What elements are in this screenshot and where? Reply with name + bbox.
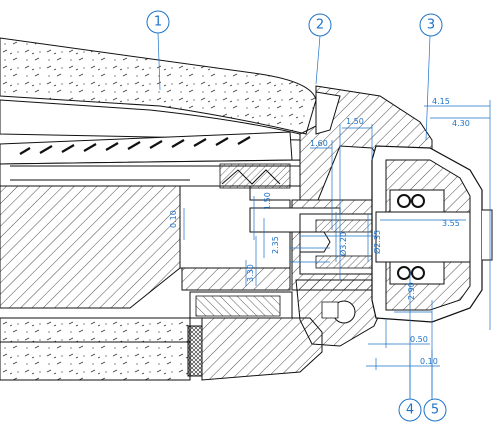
balloon-4: 4: [398, 398, 422, 422]
dim-0-50: 0.50: [410, 335, 428, 344]
dim-2-90: 2.90: [407, 282, 416, 300]
svg-text:4: 4: [406, 403, 414, 418]
balloon-5: 5: [423, 398, 447, 422]
main-body-part: [0, 185, 293, 319]
balloon-1: 1: [146, 10, 170, 34]
svg-text:5: 5: [431, 403, 439, 418]
dim-4-15: 4.15: [432, 97, 450, 106]
balloon-3: 3: [419, 13, 443, 37]
leader-lines: [157, 32, 433, 398]
dim-1-60: 1.60: [310, 139, 328, 148]
dim-0-10-left: 0.10: [169, 210, 178, 228]
svg-text:2: 2: [316, 18, 324, 33]
dim-1-50: 1.50: [346, 117, 364, 126]
bottom-cover-part: [0, 317, 323, 381]
svg-text:3: 3: [427, 18, 435, 33]
dim-4-30: 4.30: [452, 119, 470, 128]
dim-3-55: 3.55: [442, 219, 460, 228]
dimension-lines: [183, 100, 491, 400]
coil-strip: [0, 131, 301, 189]
top-cover-part: [0, 37, 317, 141]
dim-dia-3-20: Ø3.20: [338, 232, 348, 256]
dim-0-10-bottom: 0.10: [420, 357, 438, 366]
balloon-2: 2: [308, 13, 332, 37]
dim-2-35-left: 2.35: [271, 236, 280, 254]
end-cap-part: [371, 145, 493, 323]
dim-3-30: 3.30: [246, 264, 255, 282]
dim-dia-2-35: Ø2.35: [372, 230, 382, 254]
svg-text:1: 1: [154, 15, 162, 30]
dim-1-50-small: 1.50: [263, 192, 272, 210]
